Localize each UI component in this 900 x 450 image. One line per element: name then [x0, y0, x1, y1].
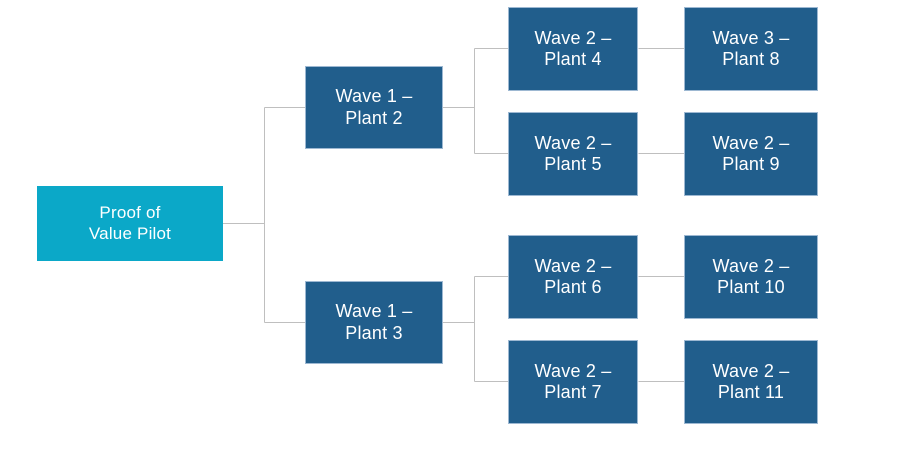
node-wave-1-plant-2[interactable]: Wave 1 – Plant 2: [305, 66, 443, 149]
node-wave-2-plant-10[interactable]: Wave 2 – Plant 10: [684, 235, 818, 319]
node-wave-1-plant-3[interactable]: Wave 1 – Plant 3: [305, 281, 443, 364]
node-wave-3-plant-8[interactable]: Wave 3 – Plant 8: [684, 7, 818, 91]
node-wave-2-plant-11[interactable]: Wave 2 – Plant 11: [684, 340, 818, 424]
node-wave-2-plant-6[interactable]: Wave 2 – Plant 6: [508, 235, 638, 319]
node-wave-2-plant-7[interactable]: Wave 2 – Plant 7: [508, 340, 638, 424]
node-wave-2-plant-4[interactable]: Wave 2 – Plant 4: [508, 7, 638, 91]
node-proof-of-value-pilot[interactable]: Proof of Value Pilot: [37, 186, 223, 261]
node-wave-2-plant-9[interactable]: Wave 2 – Plant 9: [684, 112, 818, 196]
node-wave-2-plant-5[interactable]: Wave 2 – Plant 5: [508, 112, 638, 196]
